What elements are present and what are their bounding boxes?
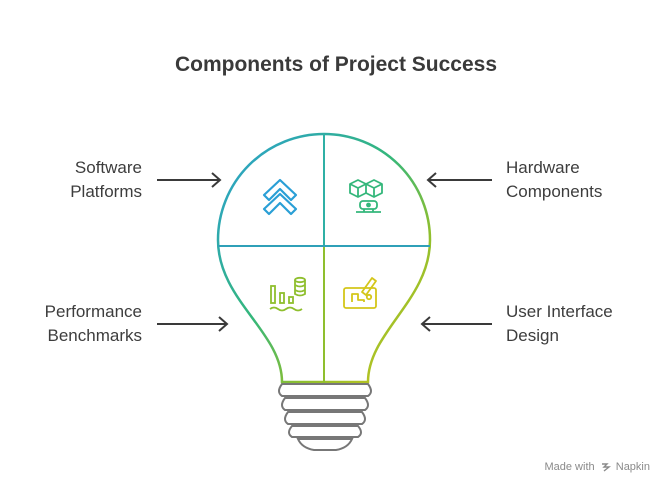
diagram-title: Components of Project Success	[174, 53, 498, 76]
label-hardware-line2: Components	[506, 182, 603, 201]
label-hardware: Hardware Components	[506, 156, 602, 204]
label-hardware-line1: Hardware	[506, 158, 580, 177]
arrow-hardware	[426, 172, 492, 188]
label-ui-line2: Design	[506, 326, 559, 345]
bulb-outline	[216, 132, 432, 384]
label-performance-line1: Performance	[44, 302, 142, 321]
label-performance-line2: Benchmarks	[47, 326, 142, 345]
watermark-brand: Napkin	[615, 461, 650, 473]
watermark[interactable]: Made with Napkin	[544, 461, 650, 473]
bar-chart-database-icon	[269, 276, 306, 312]
label-software: Software Platforms	[70, 156, 142, 204]
label-ui-line1: User Interface	[506, 302, 613, 321]
arrow-software	[157, 172, 222, 188]
napkin-logo-icon	[601, 463, 611, 472]
label-software-line1: Software	[74, 158, 142, 177]
label-ui: User Interface Design	[506, 300, 613, 348]
label-software-line2: Platforms	[70, 182, 142, 201]
cubes-robot-icon	[349, 179, 383, 213]
bulb-base	[278, 383, 372, 451]
design-pencil-icon	[343, 277, 377, 309]
arrow-performance	[157, 316, 229, 332]
arrow-ui	[420, 316, 492, 332]
label-performance: Performance Benchmarks	[45, 300, 142, 348]
double-chevron-up-icon	[262, 178, 298, 216]
watermark-prefix: Made with	[544, 461, 595, 473]
